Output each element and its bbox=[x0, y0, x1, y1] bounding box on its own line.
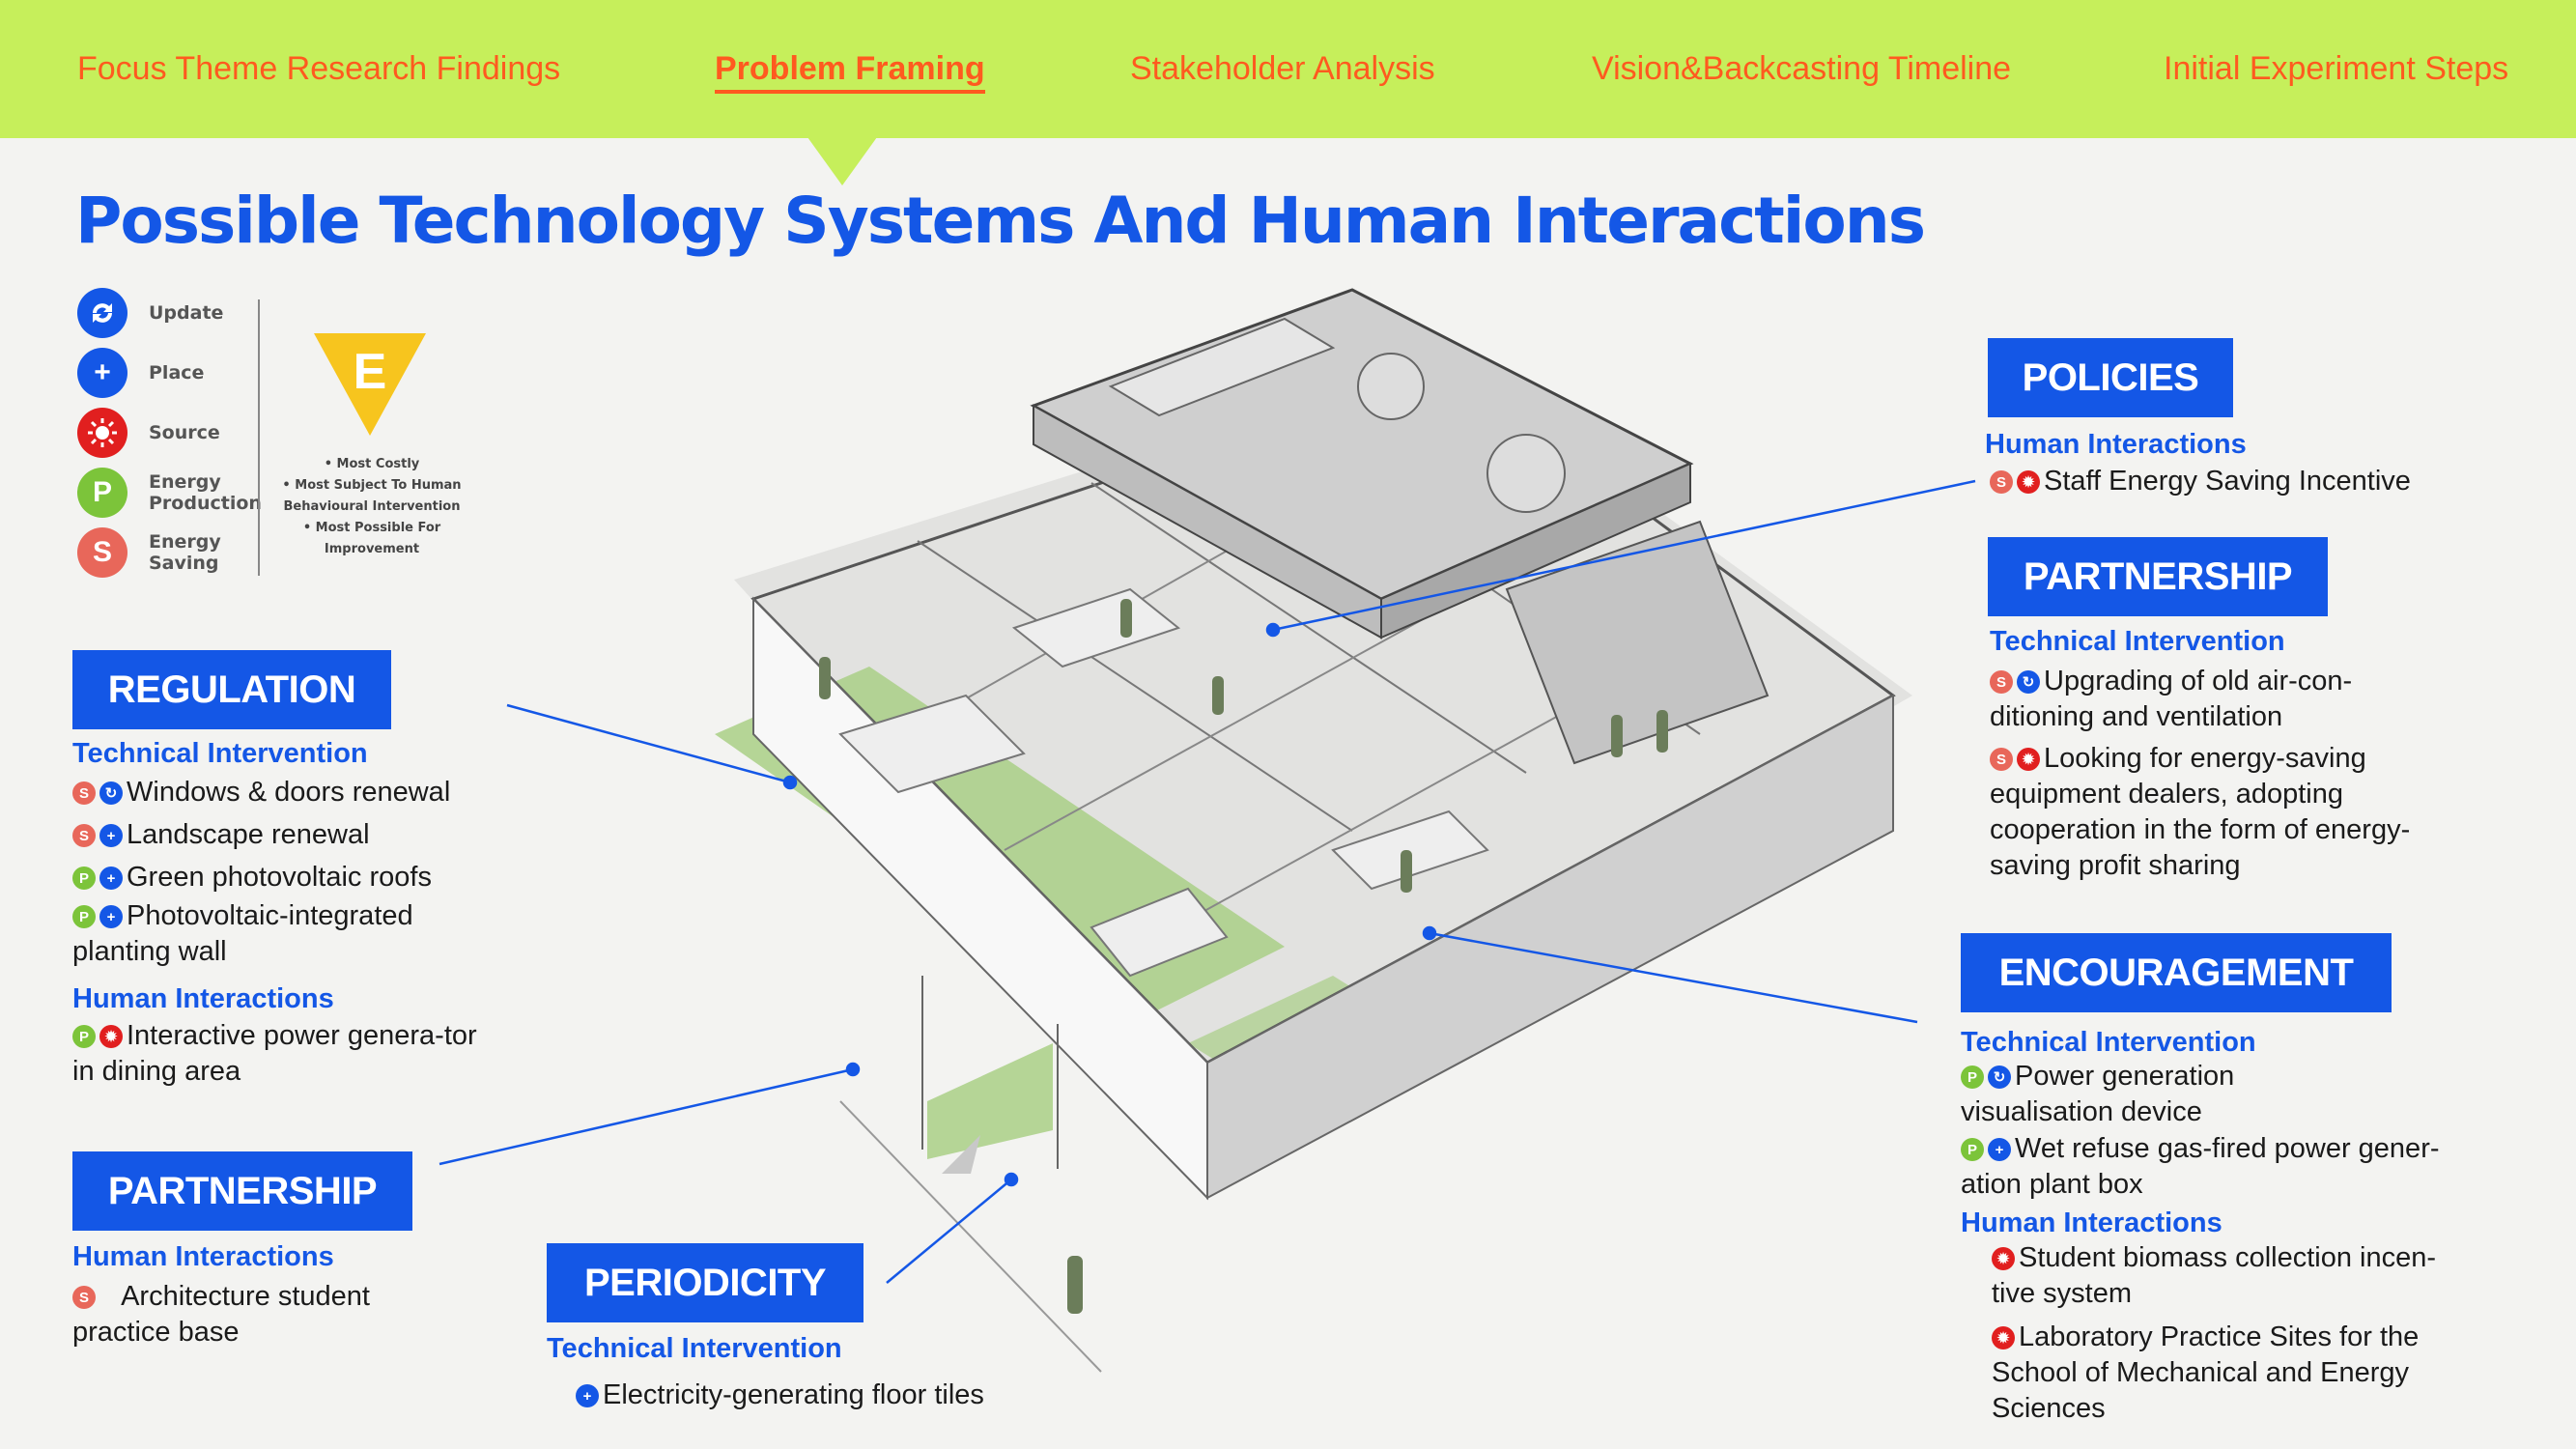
nav-tab-stakeholder-analysis[interactable]: Stakeholder Analysis bbox=[1130, 50, 1435, 87]
legend-place: + Place bbox=[77, 348, 204, 398]
partnership-left-tag: PARTNERSHIP bbox=[72, 1151, 412, 1231]
list-item: S+Landscape renewal bbox=[72, 817, 370, 853]
energy-saving-icon: S bbox=[1990, 748, 2013, 772]
place-icon: + bbox=[1988, 1138, 2011, 1162]
update-icon: ↻ bbox=[1988, 1065, 2011, 1090]
legend-energy-production: P Energy Production bbox=[77, 468, 262, 518]
energy-production-icon: P bbox=[72, 905, 96, 929]
energy-production-icon: P bbox=[72, 1025, 96, 1049]
nav-tab-problem-framing[interactable]: Problem Framing bbox=[715, 50, 985, 94]
update-icon: ↻ bbox=[2017, 670, 2040, 695]
triangle-notes: • Most Costly • Most Subject To Human Be… bbox=[282, 457, 462, 556]
update-icon: ↻ bbox=[99, 781, 123, 806]
source-icon: ✹ bbox=[2017, 748, 2040, 772]
place-icon: + bbox=[99, 867, 123, 891]
active-tab-pointer bbox=[807, 137, 877, 185]
place-icon: + bbox=[576, 1384, 599, 1408]
nav-tab-experiment-steps[interactable]: Initial Experiment Steps bbox=[2164, 50, 2509, 87]
legend-update: Update bbox=[77, 288, 223, 338]
list-item: P+Wet refuse gas-fired power gener-ation… bbox=[1961, 1133, 2440, 1200]
energy-saving-icon: S bbox=[1990, 470, 2013, 495]
list-item: +Electricity-generating floor tiles bbox=[576, 1378, 984, 1413]
encouragement-tag: ENCOURAGEMENT bbox=[1961, 933, 2392, 1012]
partnership-right-tag: PARTNERSHIP bbox=[1988, 537, 2328, 616]
list-item: ✹Student biomass collection incen-tive s… bbox=[1992, 1242, 2437, 1309]
energy-saving-icon: S bbox=[72, 781, 96, 806]
list-item: P✹Interactive power genera-tor in dining… bbox=[72, 1020, 477, 1087]
legend-source: Source bbox=[77, 408, 220, 458]
source-icon bbox=[77, 408, 127, 458]
energy-triangle-icon bbox=[314, 333, 426, 436]
place-icon: + bbox=[77, 348, 127, 398]
legend-divider bbox=[258, 299, 260, 576]
source-icon: ✹ bbox=[99, 1025, 123, 1049]
encouragement-human-heading: Human Interactions bbox=[1961, 1208, 2222, 1238]
nav-tab-focus-theme[interactable]: Focus Theme Research Findings bbox=[77, 50, 561, 87]
periodicity-technical-heading: Technical Intervention bbox=[547, 1333, 842, 1364]
list-item: S✹Staff Energy Saving Incentive bbox=[1990, 464, 2411, 499]
regulation-tag: REGULATION bbox=[72, 650, 391, 729]
place-icon: + bbox=[99, 824, 123, 848]
list-item: ✹Laboratory Practice Sites for the Schoo… bbox=[1992, 1321, 2420, 1424]
regulation-technical-heading: Technical Intervention bbox=[72, 738, 368, 769]
policies-human-heading: Human Interactions bbox=[1985, 429, 2247, 460]
periodicity-tag: PERIODICITY bbox=[547, 1243, 863, 1322]
page-title: Possible Technology Systems And Human In… bbox=[75, 184, 1926, 258]
top-nav: Focus Theme Research Findings Problem Fr… bbox=[0, 0, 2576, 138]
energy-production-icon: P bbox=[1961, 1138, 1984, 1162]
triangle-letter: E bbox=[353, 344, 387, 400]
list-item: S Architecture student practice base bbox=[72, 1281, 370, 1348]
source-icon: ✹ bbox=[1992, 1247, 2015, 1271]
list-item: P↻Power generation visualisation device bbox=[1961, 1061, 2235, 1127]
energy-saving-icon: S bbox=[72, 1286, 96, 1310]
source-icon: ✹ bbox=[2017, 470, 2040, 495]
energy-production-icon: P bbox=[77, 468, 127, 518]
encouragement-technical-heading: Technical Intervention bbox=[1961, 1027, 2256, 1058]
regulation-human-heading: Human Interactions bbox=[72, 983, 334, 1014]
partnership-left-human-heading: Human Interactions bbox=[72, 1241, 334, 1272]
energy-saving-icon: S bbox=[1990, 670, 2013, 695]
list-item: P+Green photovoltaic roofs bbox=[72, 860, 432, 895]
source-icon: ✹ bbox=[1992, 1326, 2015, 1350]
legend-energy-saving: S Energy Saving bbox=[77, 527, 226, 578]
energy-saving-icon: S bbox=[77, 527, 127, 578]
list-item: P+Photovoltaic-integrated planting wall bbox=[72, 900, 413, 967]
nav-tab-vision-timeline[interactable]: Vision&Backcasting Timeline bbox=[1592, 50, 2012, 87]
place-icon: + bbox=[99, 905, 123, 929]
policies-tag: POLICIES bbox=[1988, 338, 2233, 417]
partnership-right-technical-heading: Technical Intervention bbox=[1990, 626, 2285, 657]
list-item: S↻Upgrading of old air-con-ditioning and… bbox=[1990, 666, 2353, 732]
energy-production-icon: P bbox=[1961, 1065, 1984, 1090]
energy-saving-icon: S bbox=[72, 824, 96, 848]
energy-production-icon: P bbox=[72, 867, 96, 891]
list-item: S↻Windows & doors renewal bbox=[72, 775, 450, 810]
update-icon bbox=[77, 288, 127, 338]
list-item: S✹Looking for energy-saving equipment de… bbox=[1990, 743, 2411, 881]
